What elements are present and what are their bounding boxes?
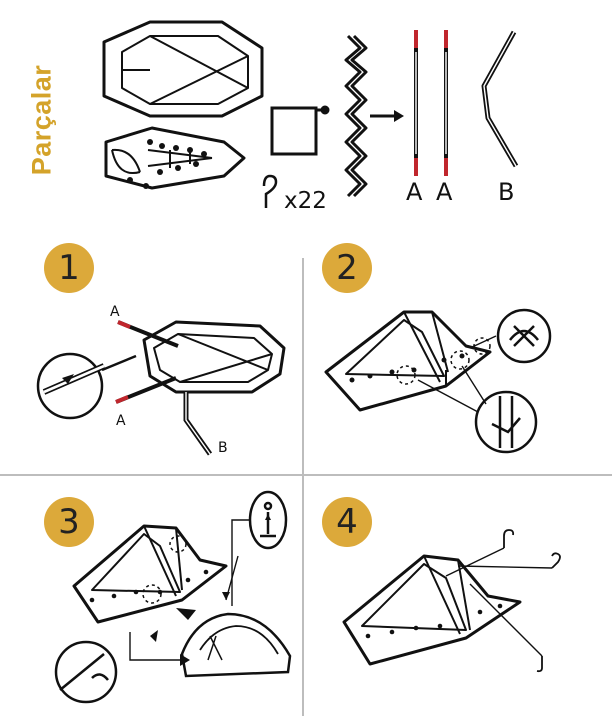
tent-body-icon — [102, 20, 264, 118]
step-badge-1: 1 — [44, 243, 94, 293]
pole-label-b: B — [498, 178, 515, 206]
stake-icon — [503, 529, 561, 673]
buckle-icon — [474, 390, 538, 454]
stuff-bag-icon — [270, 105, 330, 156]
clip-icon — [36, 352, 137, 420]
bent-pole-icon — [481, 30, 519, 168]
step-4-illustration — [342, 529, 561, 673]
guy-rope-icon — [445, 547, 553, 657]
tent-body-icon — [142, 320, 286, 394]
step-1-illustration — [36, 320, 286, 456]
clip-icon — [54, 640, 118, 704]
tent-body-icon — [72, 524, 228, 624]
callout-a: A — [116, 413, 126, 429]
step-3-illustration — [54, 490, 292, 704]
tent-body-icon — [342, 554, 522, 666]
step-2-illustration — [324, 308, 552, 454]
fly-sheet-icon — [104, 126, 246, 190]
step-number: 3 — [58, 502, 80, 542]
step-badge-3: 3 — [44, 497, 94, 547]
fly-sheet-dots — [127, 139, 207, 189]
stake-count: x22 — [284, 188, 327, 214]
fly-sheet-dots — [349, 353, 465, 383]
clip-icon — [496, 308, 552, 364]
guy-rope-icon — [344, 34, 368, 198]
pole-icon — [115, 320, 179, 404]
pole-label-a: A — [436, 178, 453, 206]
step-badge-2: 2 — [322, 243, 372, 293]
step-number: 1 — [58, 248, 80, 288]
pole-label-a: A — [406, 178, 423, 206]
callout-a: A — [110, 304, 120, 320]
bent-pole-icon — [183, 392, 213, 456]
stake-icon — [262, 174, 278, 208]
parts-illustration — [102, 20, 519, 208]
tent-body-icon — [324, 310, 492, 412]
step-number: 4 — [336, 502, 358, 542]
callout-b: B — [218, 440, 228, 456]
step-badge-4: 4 — [322, 497, 372, 547]
panel-divider-vertical — [302, 258, 304, 716]
arrow-right-icon — [370, 110, 404, 122]
fly-sheet-icon — [180, 612, 292, 678]
step-number: 2 — [336, 248, 358, 288]
panel-divider-horizontal — [0, 474, 612, 476]
